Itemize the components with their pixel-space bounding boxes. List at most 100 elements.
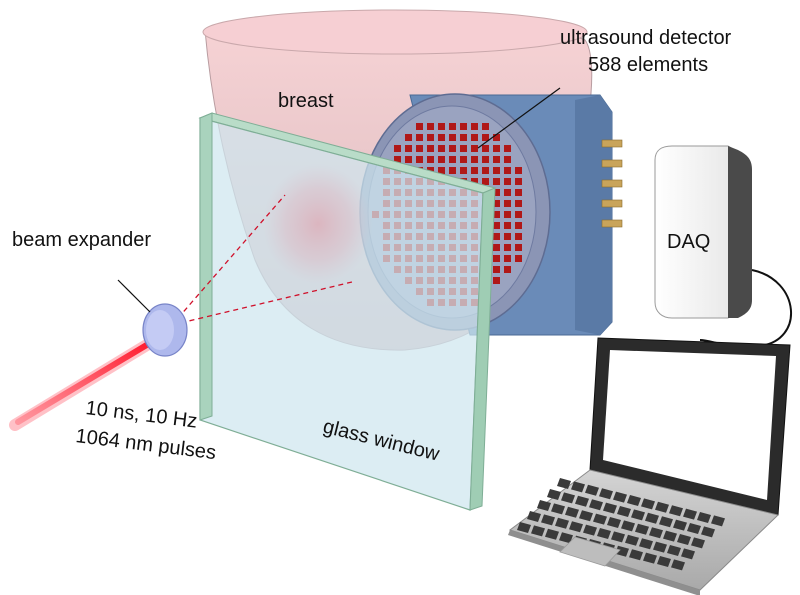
detector-connectors: [601, 139, 623, 228]
keyboard-key: [701, 526, 715, 538]
keyboard-key: [697, 512, 711, 523]
keyboard-key: [571, 481, 585, 493]
detector-element: [504, 167, 511, 174]
detector-element: [427, 134, 434, 141]
detector-element: [493, 156, 500, 163]
detector-element: [504, 222, 511, 229]
detector-element: [460, 156, 467, 163]
detector-element: [515, 244, 522, 251]
keyboard-key: [555, 517, 569, 529]
detector-element: [405, 134, 412, 141]
detector-element: [515, 200, 522, 207]
keyboard-key: [531, 525, 545, 537]
detector-element: [493, 233, 500, 240]
detector-element: [471, 123, 478, 130]
laser-beam: [15, 334, 163, 425]
detector-element: [460, 145, 467, 152]
detector-element: [515, 233, 522, 240]
beam-expander-pointer: [117, 279, 151, 313]
detector-element: [504, 266, 511, 273]
detector-element: [493, 200, 500, 207]
keyboard-key: [569, 521, 583, 533]
daq-label: DAQ: [667, 231, 710, 253]
keyboard-key: [603, 502, 617, 514]
detector-element: [438, 156, 445, 163]
detector-pointer: [477, 87, 561, 149]
detector-element: [405, 145, 412, 152]
keyboard-key: [527, 511, 541, 522]
breast-label: breast: [278, 90, 334, 112]
laptop: [508, 337, 791, 595]
detector-element: [460, 134, 467, 141]
detector-element: [460, 123, 467, 130]
keyboard-key: [617, 506, 631, 517]
keyboard-key: [585, 484, 599, 496]
detector-element: [493, 244, 500, 251]
keyboard-key: [545, 528, 559, 540]
detector-label-line2: 588 elements: [588, 54, 708, 76]
keyboard-key: [557, 478, 571, 489]
detector-element: [493, 134, 500, 141]
laptop-keyboard: [517, 478, 725, 571]
keyboard-key: [645, 512, 659, 524]
detector-label-line1: ultrasound detector: [560, 27, 732, 49]
keyboard-key: [627, 495, 641, 506]
detector-element: [493, 277, 500, 284]
keyboard-key: [565, 506, 579, 518]
keyboard-key: [667, 545, 681, 556]
keyboard-key: [579, 510, 593, 522]
keyboard-key: [657, 556, 671, 567]
glass-window: [198, 112, 497, 511]
beam-expander: [142, 303, 188, 357]
keyboard-key: [641, 498, 655, 510]
detector-element: [482, 178, 489, 185]
keyboard-key: [639, 538, 653, 550]
keyboard-key: [551, 503, 565, 515]
detector-element: [515, 211, 522, 218]
detector-side: [575, 95, 612, 335]
keyboard-key: [517, 522, 531, 533]
keyboard-key: [615, 545, 629, 557]
detector-element: [493, 266, 500, 273]
detector-element: [493, 211, 500, 218]
detector-element: [504, 244, 511, 251]
detector-element: [504, 178, 511, 185]
keyboard-key: [559, 532, 573, 544]
detector-element: [515, 178, 522, 185]
detector-element: [504, 233, 511, 240]
keyboard-key: [561, 492, 575, 504]
laptop-screen: [603, 350, 776, 500]
detector-element: [515, 255, 522, 262]
detector-element: [471, 178, 478, 185]
detector-element: [504, 200, 511, 207]
keyboard-key: [629, 549, 643, 561]
keyboard-key: [691, 537, 705, 549]
detector-element: [504, 145, 511, 152]
keyboard-key: [611, 531, 625, 543]
detector-element: [416, 156, 423, 163]
keyboard-key: [625, 534, 639, 546]
detector-element: [416, 145, 423, 152]
laptop-touchpad: [559, 536, 621, 567]
detector-element: [471, 167, 478, 174]
keyboard-key: [687, 523, 701, 534]
detector-element: [504, 255, 511, 262]
detector-element: [471, 145, 478, 152]
detector-element: [482, 156, 489, 163]
keyboard-key: [653, 541, 667, 553]
detector-element: [493, 255, 500, 262]
detector-element: [471, 156, 478, 163]
detector-element: [471, 134, 478, 141]
keyboard-key: [655, 501, 669, 513]
detector-element: [493, 145, 500, 152]
detector-element: [438, 145, 445, 152]
glass-window-left-edge: [199, 112, 213, 421]
detector-element: [482, 167, 489, 174]
detector-element: [515, 189, 522, 196]
detector-element: [438, 123, 445, 130]
keyboard-key: [649, 527, 663, 539]
detector-element: [405, 156, 412, 163]
detector-element: [394, 156, 401, 163]
